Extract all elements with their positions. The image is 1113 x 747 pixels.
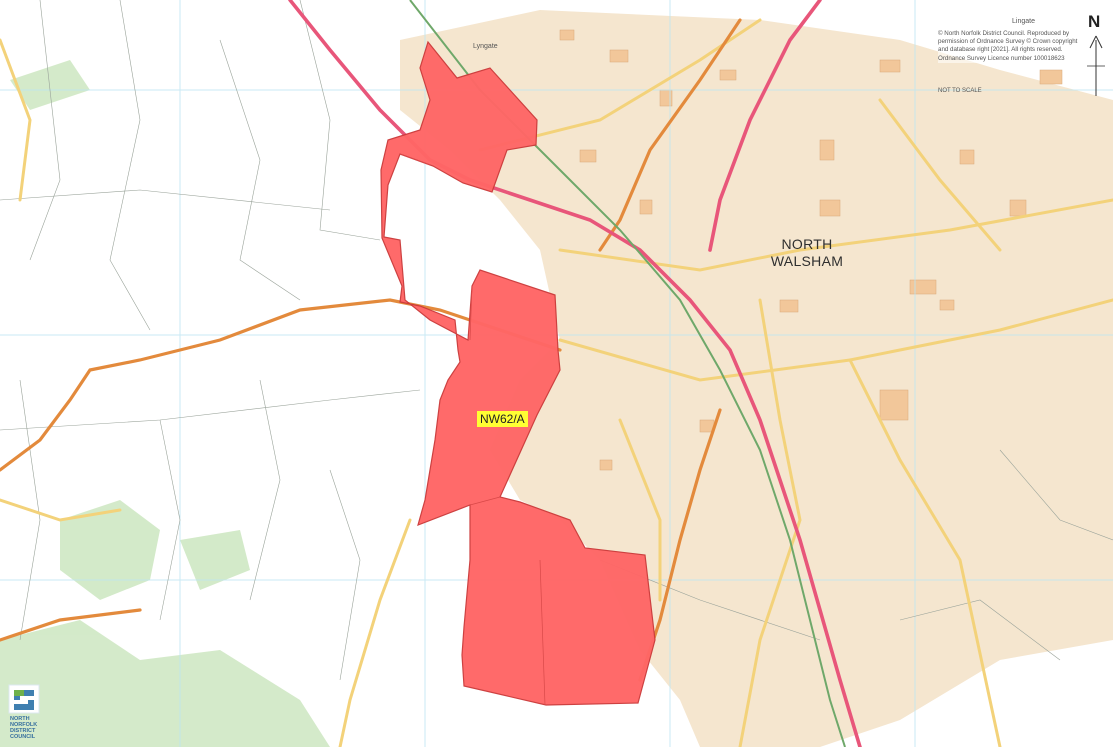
north-arrow-icon [1087, 35, 1105, 96]
minor-roads [0, 18, 1113, 747]
site-internal-boundaries [399, 153, 546, 706]
village-label: Lyngate [473, 43, 498, 50]
scale-note: NOT TO SCALE [938, 88, 982, 94]
council-logo-icon [8, 684, 40, 714]
place-label-lingate: Lingate [1012, 18, 1035, 25]
field-boundaries [0, 0, 1113, 681]
site-label[interactable]: NW62/A [477, 411, 528, 427]
north-letter: N [1088, 12, 1101, 31]
council-logo-text: NORTH NORFOLK DISTRICT COUNCIL [10, 716, 38, 740]
copyright-notice: © North Norfolk District Council. Reprod… [938, 30, 1088, 63]
urban-area [400, 10, 1113, 747]
town-name-label: NORTH WALSHAM [770, 236, 844, 269]
